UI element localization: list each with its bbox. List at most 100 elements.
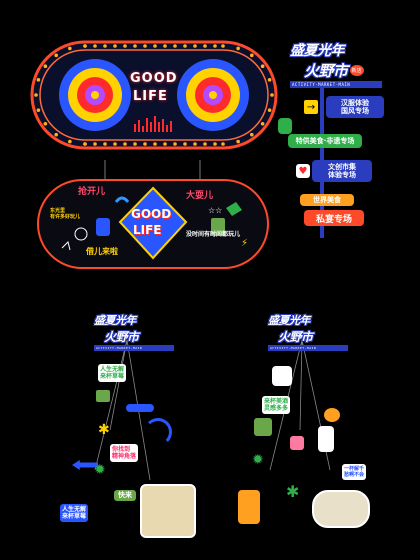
boombox-sign: GOOD LIFE xyxy=(30,40,278,150)
blue-swoosh-icon xyxy=(144,418,172,446)
bulb-light xyxy=(83,44,87,48)
star-green-icon: ✹ xyxy=(252,452,264,468)
bulb-light xyxy=(133,142,137,146)
character-icon xyxy=(318,426,334,452)
logo-title-line2: 火野市 xyxy=(304,62,348,80)
bulb-light xyxy=(183,44,187,48)
boombox-graphic xyxy=(30,40,278,150)
left-tag-c: 快来 xyxy=(114,490,136,501)
right-tag-b: 一杯解千 愁啊不会 xyxy=(342,464,367,480)
bulb-light xyxy=(260,122,265,126)
arrow-icon: → xyxy=(304,100,318,114)
left-mobile: 盛夏光年 火野市 ACTIVITY-MARKET-MAIN 人生无解 来杯草莓 … xyxy=(58,312,208,547)
left-tag-b: 你找到 精神角落 xyxy=(110,444,139,463)
signpost-logo: 盛夏光年 火野市 新店 ACTIVITY-MARKET-MAIN xyxy=(290,40,382,88)
bulb-light xyxy=(113,142,117,146)
oval-brand-line1: GOOD xyxy=(131,207,172,221)
bug-icon xyxy=(324,408,340,422)
bulb-light xyxy=(143,44,147,48)
bulb-light xyxy=(54,53,58,58)
bulb-light xyxy=(123,44,127,48)
bulb-light xyxy=(68,139,72,144)
green-pot-icon xyxy=(96,390,110,402)
bulb-light xyxy=(236,46,240,51)
bulb-light xyxy=(43,122,48,126)
right-speaker xyxy=(177,59,249,131)
oval-tag-2: 大耍儿 xyxy=(186,191,214,201)
bulb-light xyxy=(236,139,240,144)
left-tag-d: 人生无解 来杯草莓 xyxy=(60,504,89,523)
hand-icon xyxy=(278,118,292,134)
bulb-light xyxy=(183,142,187,146)
oval-tag-4: 没时间有时间都玩儿 xyxy=(186,231,241,238)
bulb-light xyxy=(83,142,87,146)
green-flower-icon: ✱ xyxy=(286,482,300,501)
svg-text:☆☆: ☆☆ xyxy=(208,206,222,215)
bulb-light xyxy=(153,142,157,146)
oval-brand-line2: LIFE xyxy=(133,223,162,237)
bulb-light xyxy=(250,53,254,58)
sign-food-heritage-label: 特供美食·非遗专场 xyxy=(295,137,355,145)
oval-tag-3: 借儿来啦 xyxy=(86,247,118,256)
sign-hanfu: 汉服体验 国风专场 xyxy=(326,96,384,118)
bulb-lights xyxy=(34,44,274,146)
bulb-light xyxy=(113,44,117,48)
oval-tag-1: 抢开儿 xyxy=(78,187,106,197)
bulb-light xyxy=(163,44,167,48)
bulb-light xyxy=(213,142,217,146)
bulb-light xyxy=(133,44,137,48)
bulb-light xyxy=(43,64,48,68)
logo-badge: 新店 xyxy=(349,65,364,76)
bulb-light xyxy=(93,44,97,48)
star-flower-icon: ✱ xyxy=(98,422,110,438)
equalizer-bars xyxy=(134,116,172,132)
bulb-light xyxy=(203,44,207,48)
bulb-light xyxy=(93,142,97,146)
bulb-light xyxy=(54,132,58,137)
bulb-light xyxy=(221,44,225,48)
hand-stickers-icon xyxy=(272,366,292,386)
bulb-light xyxy=(267,108,272,112)
oval-board: ☆☆ ⚡ GOOD LIFE 抢开儿 大耍儿 借儿来啦 没时间有时间都玩儿 东光… xyxy=(36,178,270,270)
right-mobile-logo: 盛夏光年 火野市 ACTIVITY-MARKET-MAIN xyxy=(268,312,348,351)
coffee-cup-illustration xyxy=(140,484,196,538)
left-logo-sub: ACTIVITY-MARKET-MAIN xyxy=(94,345,174,351)
signpost: 盛夏光年 火野市 新店 ACTIVITY-MARKET-MAIN 汉服体验 国风… xyxy=(278,40,392,240)
sign-food-heritage: 特供美食·非遗专场 xyxy=(288,134,362,148)
bulb-light xyxy=(34,93,38,97)
sign-cultural-market: 文创市集 体验专场 xyxy=(312,160,372,182)
bulb-light xyxy=(221,142,225,146)
bulb-light xyxy=(250,132,254,137)
oval-tag-5: 东光里 有许多好玩儿 xyxy=(50,208,81,220)
green-chair-icon xyxy=(254,418,272,436)
right-tag-a: 来杯美酒 灵感多多 xyxy=(262,396,291,415)
boombox-brand-line2: LIFE xyxy=(133,89,168,104)
arrow-banner-icon xyxy=(126,404,154,412)
bulb-light xyxy=(267,78,272,82)
person-illustration xyxy=(238,490,260,524)
bulb-light xyxy=(36,78,41,82)
bulb-light xyxy=(173,142,177,146)
right-logo-sub: ACTIVITY-MARKET-MAIN xyxy=(268,345,348,351)
bulb-light xyxy=(163,142,167,146)
svg-text:⚡: ⚡ xyxy=(241,238,248,249)
bulb-light xyxy=(103,44,107,48)
purple-arrow-icon xyxy=(72,460,98,470)
logo-title-line1: 盛夏光年 xyxy=(290,43,345,59)
right-mobile: 盛夏光年 火野市 ACTIVITY-MARKET-MAIN 来杯美酒 灵感多多 … xyxy=(232,312,382,547)
bulb-light xyxy=(203,142,207,146)
bulb-light xyxy=(193,44,197,48)
bulb-light xyxy=(173,44,177,48)
left-logo-line1: 盛夏光年 xyxy=(94,314,137,327)
left-tag-a: 人生无解 来杯草莓 xyxy=(98,364,127,383)
bulb-light xyxy=(153,44,157,48)
sign-cultural-market-label: 文创市集 体验专场 xyxy=(328,162,356,179)
bulb-light xyxy=(193,142,197,146)
left-mobile-logo: 盛夏光年 火野市 ACTIVITY-MARKET-MAIN xyxy=(94,312,174,351)
boombox-brand-line1: GOOD xyxy=(130,71,178,86)
right-logo-line2: 火野市 xyxy=(278,330,313,344)
sign-private-banquet: 私宴专场 xyxy=(304,210,364,226)
bulb-light xyxy=(270,93,274,97)
bathtub-illustration xyxy=(312,490,370,528)
oval-board-outline: ☆☆ ⚡ xyxy=(37,179,269,269)
